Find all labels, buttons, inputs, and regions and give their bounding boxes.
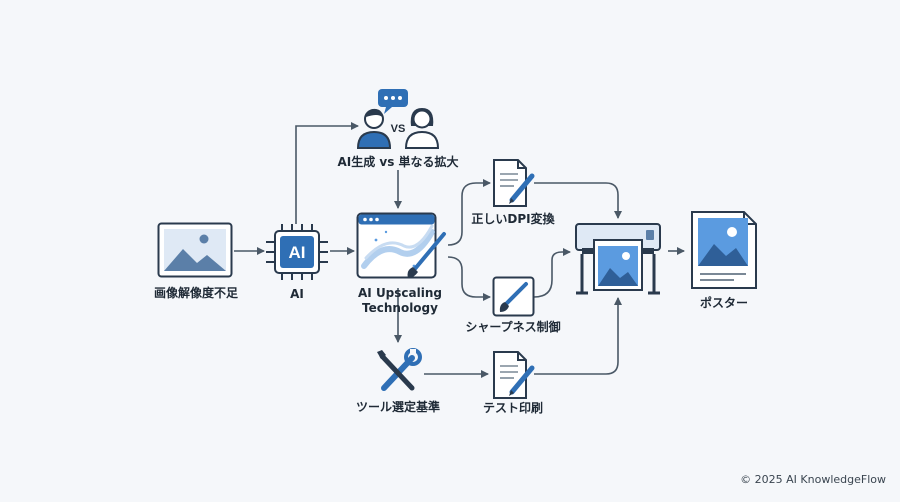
tool-selection-label: ツール選定基準	[355, 400, 441, 414]
arrow-dpi-to-printer	[534, 182, 622, 219]
arrow-ai-to-comparison	[295, 122, 359, 224]
copyright-footer: © 2025 AI KnowledgeFlow	[740, 473, 886, 486]
upscaling-label: AI Upscaling Technology	[358, 286, 442, 316]
arrow-sharpness-to-printer	[533, 248, 571, 298]
large-format-printer-icon	[575, 223, 661, 295]
upscaling-label-line1: AI Upscaling	[358, 286, 442, 300]
test-print-document-pen-icon	[493, 351, 535, 399]
image-icon	[157, 222, 233, 278]
ai-chip-label: AI	[290, 287, 304, 301]
dpi-label: 正しいDPI変換	[471, 212, 555, 226]
ai-chip-icon: AI	[266, 224, 328, 280]
arrow-upscaling-to-sharpness	[447, 256, 491, 301]
comparison-label: AI生成 vs 単なる拡大	[337, 155, 459, 169]
wrench-screwdriver-icon	[377, 348, 422, 391]
poster-icon	[691, 211, 757, 289]
sharpness-brush-icon	[492, 276, 535, 317]
poster-label: ポスター	[699, 296, 749, 310]
people-chat-icon: VS	[356, 89, 440, 149]
test-print-label: テスト印刷	[482, 401, 544, 415]
paint-brush-window-icon	[356, 212, 446, 279]
sharpness-label: シャープネス制御	[465, 320, 561, 334]
arrow-upscaling-to-dpi	[447, 179, 491, 246]
upscaling-label-line2: Technology	[362, 301, 438, 315]
ai-chip-text: AI	[289, 243, 306, 262]
arrow-test-to-printer	[534, 297, 622, 375]
dpi-document-pen-icon	[493, 159, 535, 207]
source-image-label: 画像解像度不足	[153, 286, 239, 300]
vs-text: VS	[391, 123, 406, 135]
